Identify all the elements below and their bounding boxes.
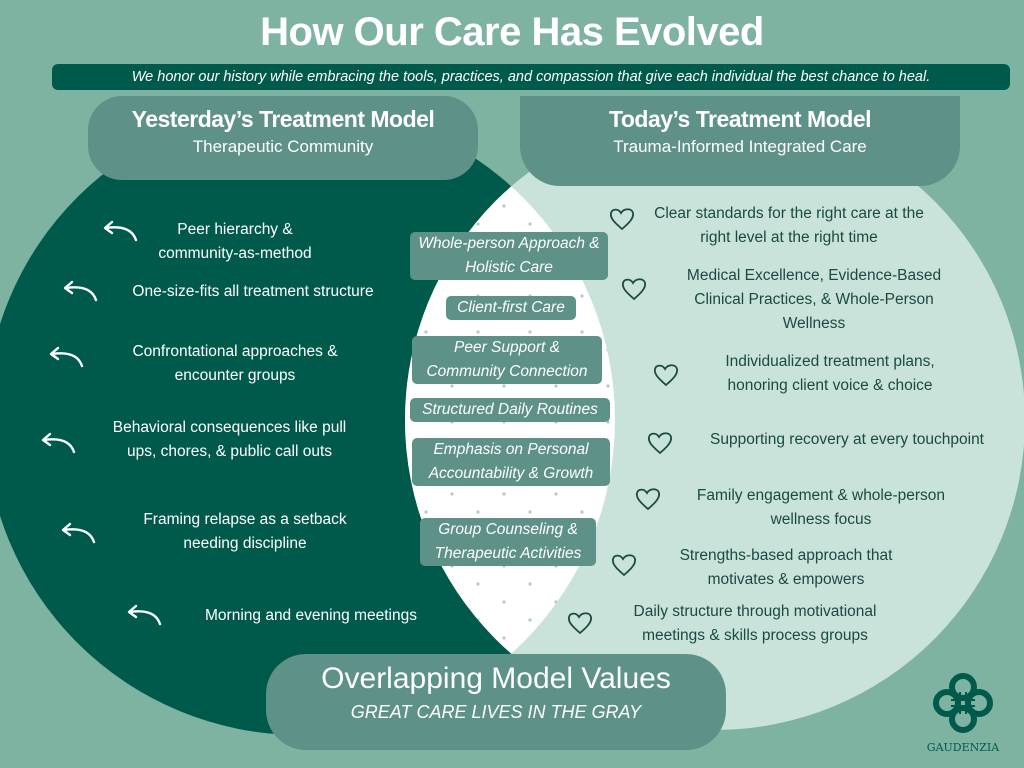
today-header: Today’s Treatment Model Trauma-Informed … [520,96,960,186]
overlap-banner: Overlapping Model Values GREAT CARE LIVE… [266,654,726,750]
overlap-subheading: GREAT CARE LIVES IN THE GRAY [350,702,642,722]
page-subtitle: We honor our history while embracing the… [52,64,1010,90]
overlap-value-tag: Whole-person Approach & Holistic Care [410,232,608,280]
yesterday-subheading: Therapeutic Community [192,137,374,156]
yesterday-item: Framing relapse as a setback needing dis… [143,511,347,552]
today-item: Individualized treatment plans, honoring… [725,353,935,394]
arrow-icon [60,522,96,546]
overlap-value-tag: Peer Support & Community Connection [412,336,602,384]
heart-icon [652,362,680,388]
arrow-icon [40,432,76,456]
heart-icon [634,486,662,512]
today-heading: Today’s Treatment Model [609,106,872,132]
today-item: Clear standards for the right care at th… [654,205,924,246]
heart-icon [646,430,674,456]
today-item: Family engagement & whole-person wellnes… [696,487,946,528]
arrow-icon [48,346,84,370]
page-title: How Our Care Has Evolved [260,10,764,54]
yesterday-item: Peer hierarchy & community-as-method [158,221,312,262]
today-item: Daily structure through motivational mee… [633,603,877,644]
heart-icon [620,276,648,302]
gaudenzia-logo: GAUDENZIA [918,672,1008,754]
yesterday-item: Confrontational approaches & encounter g… [132,343,338,384]
heart-icon [566,610,594,636]
today-item: Supporting recovery at every touchpoint [710,431,984,448]
overlap-heading: Overlapping Model Values [321,662,671,695]
today-item: Strengths-based approach that motivates … [679,547,893,588]
today-item: Medical Excellence, Evidence-Based Clini… [686,267,942,332]
today-subheading: Trauma-Informed Integrated Care [613,137,867,156]
overlap-value-tag: Structured Daily Routines [410,398,610,422]
logo-text: GAUDENZIA [926,741,1000,754]
arrow-icon [62,280,98,304]
heart-icon [610,552,638,578]
overlap-value-tag: Client-first Care [446,296,576,320]
yesterday-item: Morning and evening meetings [205,607,417,624]
yesterday-heading: Yesterday’s Treatment Model [131,106,435,132]
logo-icon [933,673,993,733]
overlap-value-tag: Group Counseling & Therapeutic Activitie… [420,518,596,566]
yesterday-item: Behavioral consequences like pull ups, c… [112,419,347,460]
overlap-value-tag: Emphasis on Personal Accountability & Gr… [412,438,610,486]
yesterday-header: Yesterday’s Treatment Model Therapeutic … [88,96,478,180]
heart-icon [608,206,636,232]
arrow-icon [102,220,138,244]
arrow-icon [126,604,162,628]
yesterday-item: One-size-fits all treatment structure [132,283,374,300]
